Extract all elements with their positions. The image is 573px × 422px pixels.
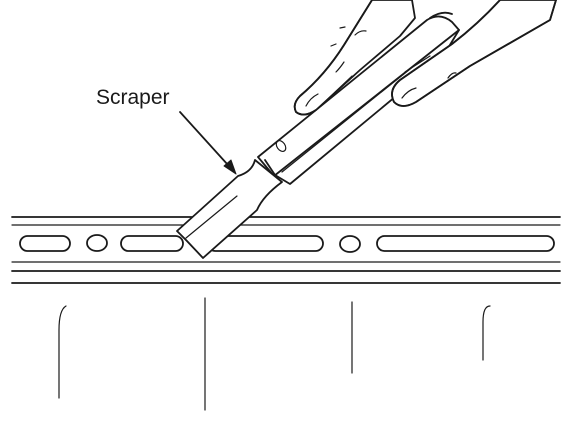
leader-arrowhead bbox=[223, 159, 237, 175]
leader-line bbox=[179, 111, 229, 166]
slot-hole bbox=[376, 235, 555, 252]
technician-hand bbox=[293, 0, 557, 116]
cylinder-walls bbox=[58, 297, 491, 411]
scraper-tool bbox=[176, 15, 460, 259]
round-hole bbox=[86, 234, 108, 252]
scraper-callout: Scraper bbox=[96, 86, 237, 175]
slot-hole bbox=[19, 235, 71, 252]
slot-hole bbox=[120, 235, 184, 252]
scraper-label: Scraper bbox=[96, 86, 170, 109]
handle-rivet bbox=[275, 139, 287, 153]
bolt-holes bbox=[19, 234, 555, 253]
round-hole bbox=[339, 235, 361, 253]
mating-surface bbox=[11, 216, 561, 284]
scraper-blade bbox=[176, 159, 283, 259]
